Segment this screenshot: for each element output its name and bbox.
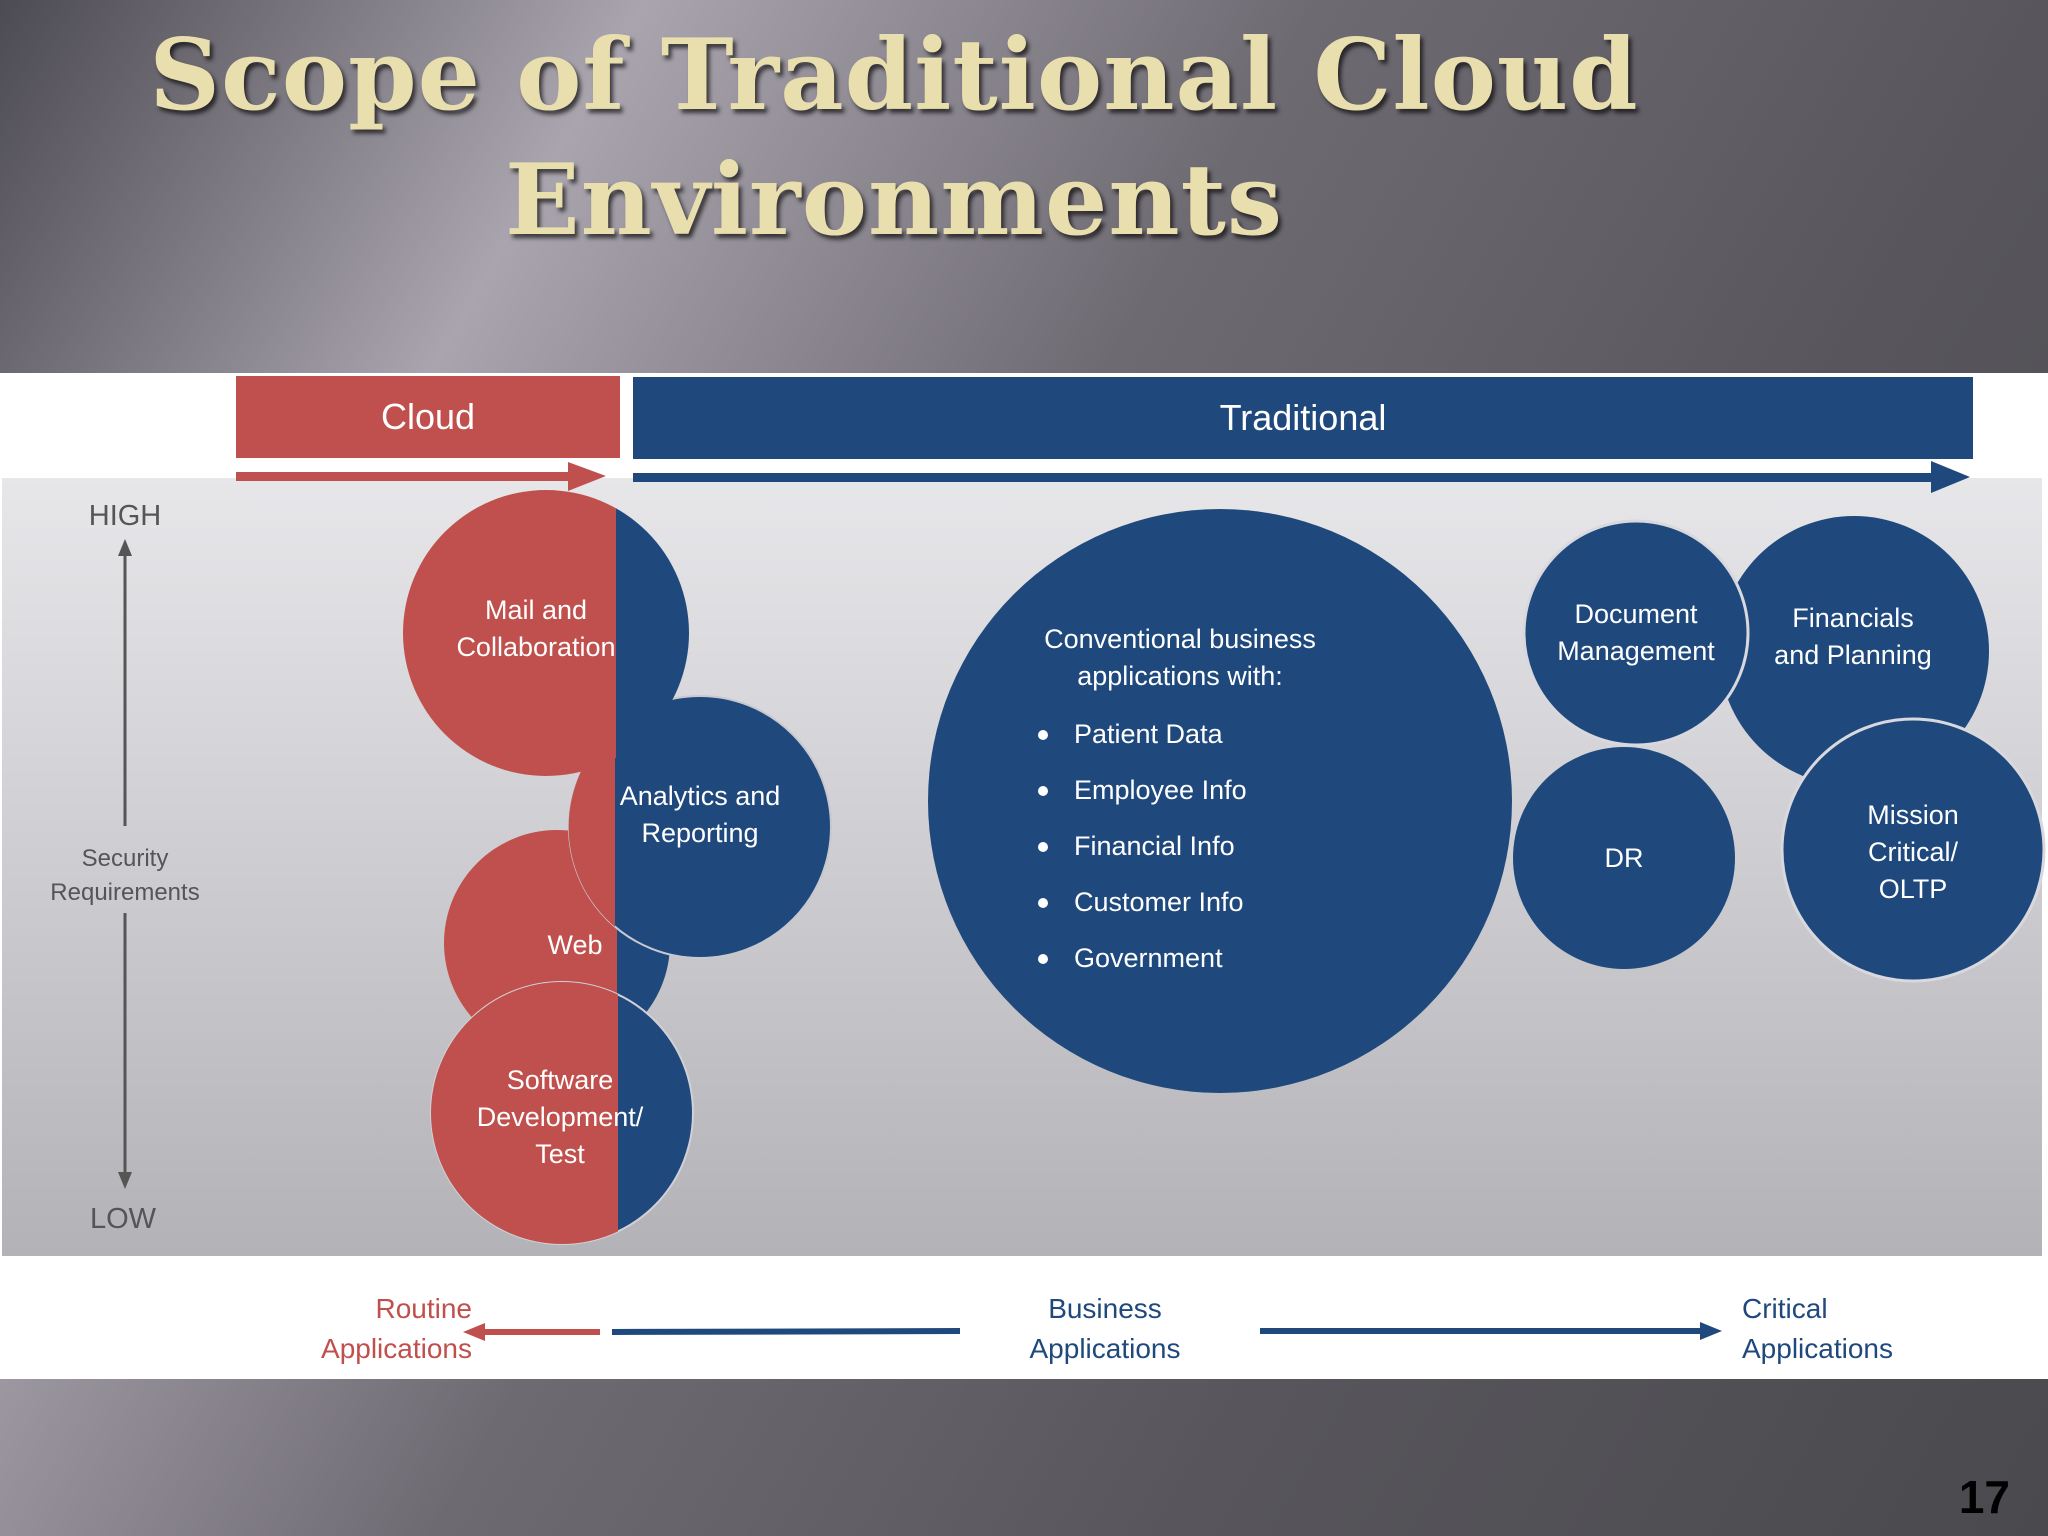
- routine-applications-label: Routine Applications: [300, 1289, 472, 1369]
- critical-applications-label: Critical Applications: [1742, 1289, 1942, 1369]
- bubble-dr: [1513, 747, 1735, 969]
- bubble-analytics: [568, 695, 832, 959]
- bubble-conventional-line-1: Conventional business: [1044, 624, 1316, 654]
- bubble-analytics-label: Analytics and Reporting: [580, 778, 820, 852]
- bullet-item: Financial Info: [1034, 824, 1247, 880]
- axis-low-label: LOW: [89, 1203, 157, 1235]
- bubble-mission-line-3: OLTP: [1878, 874, 1948, 904]
- bullet-item: Patient Data: [1034, 712, 1247, 768]
- business-line-1: Business: [1048, 1293, 1162, 1324]
- traditional-arrow: [633, 461, 1970, 493]
- critical-line-1: Critical: [1742, 1293, 1828, 1324]
- routine-line-1: Routine: [375, 1293, 472, 1324]
- bubble-document-line-2: Management: [1557, 636, 1715, 666]
- bubble-mission: [1780, 717, 2046, 983]
- business-applications-label: Business Applications: [1000, 1289, 1210, 1369]
- bubble-mail-line-2: Collaboration: [456, 632, 616, 662]
- routine-line-2: Applications: [321, 1333, 472, 1364]
- bubble-document-label: Document Management: [1526, 596, 1746, 670]
- bubble-web-label: Web: [475, 927, 675, 964]
- security-requirements-label: Security Requirements: [30, 842, 220, 910]
- bullet-item: Customer Info: [1034, 880, 1247, 936]
- slide-title-line-1: Scope of Traditional Cloud: [149, 18, 1639, 133]
- security-label-line-1: Security: [81, 845, 169, 872]
- bubble-financials-line-2: and Planning: [1774, 640, 1932, 670]
- bubble-analytics-line-2: Reporting: [641, 818, 759, 848]
- page-number: 17: [1958, 1471, 2010, 1523]
- business-line-left: [611, 1328, 961, 1335]
- bubble-conventional-line-2: applications with:: [1077, 661, 1283, 691]
- bullet-item: Employee Info: [1034, 768, 1247, 824]
- bubble-document: [1522, 519, 1750, 747]
- bubble-dr-label: DR: [1544, 840, 1704, 877]
- bubble-financials-line-1: Financials: [1792, 603, 1914, 633]
- traditional-header: Traditional: [633, 377, 1973, 459]
- conventional-bullet-list: Patient Data Employee Info Financial Inf…: [1034, 712, 1247, 992]
- bubble-dr-line-1: DR: [1604, 843, 1644, 873]
- security-axis: [118, 539, 132, 1189]
- bubble-analytics-line-1: Analytics and: [619, 781, 781, 811]
- bubble-mission-label: Mission Critical/ OLTP: [1813, 797, 2013, 908]
- cloud-header-label: Cloud: [380, 396, 476, 437]
- bubble-mission-line-1: Mission: [1867, 800, 1959, 830]
- bubble-conventional: [928, 509, 1512, 1093]
- bullet-item: Government: [1034, 936, 1247, 992]
- security-label-line-2: Requirements: [50, 879, 200, 906]
- bubble-financials-label: Financials and Planning: [1743, 600, 1963, 674]
- cloud-header: Cloud: [236, 376, 620, 458]
- critical-line-2: Applications: [1742, 1333, 1893, 1364]
- bubble-software-line-1: Software: [506, 1065, 614, 1095]
- business-line-2: Applications: [1029, 1333, 1181, 1364]
- bubble-document-line-1: Document: [1574, 599, 1698, 629]
- bubble-mail-line-1: Mail and: [484, 595, 588, 625]
- bubble-software-line-3: Test: [535, 1139, 585, 1169]
- routine-arrow: [463, 1323, 600, 1341]
- bubble-mail-label: Mail and Collaboration: [416, 592, 656, 666]
- bubble-web-line-1: Web: [547, 930, 603, 960]
- bubble-software-line-2: Development/: [476, 1102, 644, 1132]
- critical-arrow: [1260, 1322, 1722, 1340]
- bubble-software-label: Software Development/ Test: [440, 1062, 680, 1173]
- traditional-header-label: Traditional: [1219, 397, 1387, 438]
- axis-high-label: HIGH: [88, 500, 162, 532]
- bubble-mission-line-2: Critical/: [1867, 837, 1958, 867]
- bubble-conventional-label: Conventional business applications with:: [1010, 621, 1350, 695]
- cloud-arrow: [236, 462, 606, 491]
- slide-title-line-2: Environments: [504, 143, 1284, 258]
